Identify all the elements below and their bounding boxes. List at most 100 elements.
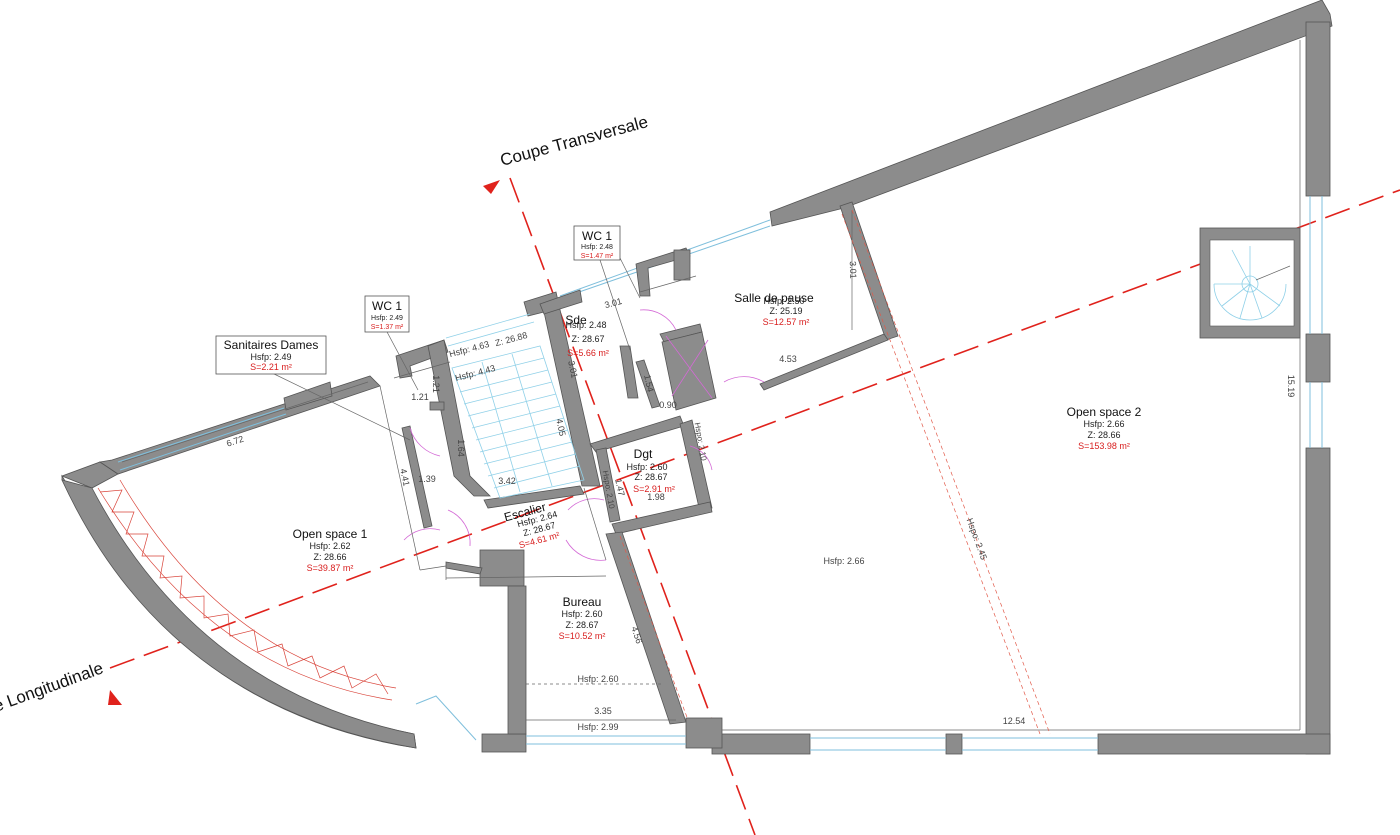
stair-tread (455, 357, 545, 381)
stair-tread (479, 429, 569, 453)
door-swing-escalier (447, 509, 471, 547)
room-edge (379, 385, 421, 571)
wall-core-sde (539, 289, 583, 315)
tag-area: S=1.37 m² (371, 324, 404, 331)
room-edge (639, 275, 697, 293)
stair-landing (447, 321, 535, 347)
wall-sde-top (635, 359, 661, 409)
dim-label: 4.05 (554, 418, 567, 437)
door-bottom-glazing (415, 695, 477, 741)
wall-right (1305, 21, 1331, 197)
interior-walls (395, 201, 1301, 735)
dim-label: 1.39 (418, 474, 436, 484)
stair-landing (445, 313, 531, 339)
door-swing-dgt (567, 498, 605, 511)
dim-label: Hspo: 2.10 (601, 470, 617, 510)
tag-wc1-top: WC 1 Hsfp: 2.48 S=1.47 m² (573, 225, 621, 261)
room-name: Dgt (634, 447, 653, 461)
dim-label: Hsfp: 2.99 (577, 722, 618, 732)
spiral-step (1231, 249, 1251, 285)
stair-tread (493, 465, 581, 489)
wall-bottom-pier (945, 733, 963, 755)
tag-box (215, 335, 327, 375)
dim-wc (393, 361, 451, 379)
room-name: Open space 1 (293, 527, 368, 541)
wall-sanitaires-lower (401, 425, 433, 529)
stair-tread (475, 417, 565, 441)
tag-hsfp: Hsfp: 2.48 (581, 244, 613, 251)
wall-right-low (1305, 447, 1331, 755)
wall-bureau-bottom (481, 733, 527, 753)
wall-bottom-corner (685, 717, 723, 749)
wall-dgt-left (595, 447, 621, 523)
stair-tread (471, 405, 561, 429)
dim-label: 3.01 (848, 261, 859, 279)
wall-curved (61, 474, 417, 749)
room-edge (583, 487, 607, 561)
tag-name: WC 1 (582, 229, 612, 243)
spiral-step (1239, 283, 1251, 319)
tag-box (573, 225, 621, 261)
tag-name: Sanitaires Dames (224, 338, 319, 352)
dim-label: 12.54 (1003, 716, 1026, 726)
tag-box (364, 295, 410, 333)
glazing-top-left-2 (119, 413, 287, 471)
section-labels: Coupe Transversale e Longitudinale (0, 112, 650, 716)
room-edge (445, 575, 607, 579)
door-swing-wc (409, 427, 441, 457)
room-open-space-1: Open space 1 Hsfp: 2.62 Z: 28.66 S=39.87… (293, 527, 368, 573)
wall-dgt-bottom (611, 501, 713, 535)
tag-hsfp: Hsfp: 2.49 (250, 352, 291, 362)
room-dgt: Dgt Hsfp: 2.60 Z: 28.67 S=2.91 m² (626, 447, 674, 494)
dim-label: Hsfp: 2.60 (577, 674, 618, 684)
door-leaf-sde-2 (671, 339, 709, 397)
room-z: Z: 28.67 (565, 620, 598, 630)
door-leaf-sde (665, 335, 713, 399)
truss-zigzag (99, 489, 389, 695)
spiral-staircase (1213, 246, 1291, 321)
beam-line (619, 535, 689, 721)
wall-wc-top-2 (673, 249, 691, 281)
stair-stringer (481, 361, 521, 493)
room-hsfp: Hsfp: 2.60 (626, 462, 667, 472)
room-hsfp: Hsfp: 2.62 (309, 541, 350, 551)
door-swing-sanitaires (403, 528, 441, 541)
room-name: Sde (565, 313, 587, 327)
dim-label: 4.41 (398, 468, 411, 487)
beam-line (841, 213, 1041, 735)
room-bureau: Bureau Hsfp: 2.60 Z: 28.67 S=10.52 m² (559, 595, 606, 641)
room-area: S=12.57 m² (763, 317, 810, 327)
wall-wc-divider (429, 401, 445, 411)
glazing-top-left-1 (117, 407, 285, 463)
room-area: S=153.98 m² (1078, 441, 1130, 451)
wall-salle-bottom (759, 333, 889, 391)
dim-label: 15.19 (1286, 375, 1296, 398)
room-z: Z: 28.67 (634, 472, 667, 482)
room-sde: Sde Hsfp: 2.48 Z: 28.67 S=5.66 m² (565, 313, 609, 358)
wall-top-diagonal (769, 0, 1333, 227)
thin-lines (97, 40, 1301, 741)
dim-label: 3.35 (594, 706, 612, 716)
room-name: Salle de pause (734, 291, 814, 305)
dim-label: Hsfp: 2.66 (823, 556, 864, 566)
truss-curve-inner (119, 479, 397, 689)
room-open-space-2: Open space 2 Hsfp: 2.66 Z: 28.66 S=153.9… (1067, 405, 1142, 451)
stair-outline (451, 345, 585, 499)
stair-tread (467, 393, 557, 417)
dim-label: 1.21 (411, 392, 429, 402)
room-area: S=39.87 m² (307, 563, 354, 573)
wall-dgt-right (679, 419, 713, 513)
room-area: S=2.91 m² (633, 484, 675, 494)
stair-tread (487, 453, 577, 477)
dim-label: 3.42 (498, 476, 516, 486)
room-hsfp: Hsfp: 2.48 (565, 320, 606, 330)
spiral-step (1249, 283, 1281, 307)
wall-bureau-left-2 (507, 585, 527, 735)
tag-leader-wc-top (599, 259, 631, 351)
wall-bottom-right (1097, 733, 1331, 755)
room-z: Z: 25.19 (769, 306, 802, 316)
wall-top-left (98, 375, 381, 475)
room-area: S=10.52 m² (559, 631, 606, 641)
door-swing-bureau (565, 539, 607, 561)
stair-tread (463, 381, 553, 405)
